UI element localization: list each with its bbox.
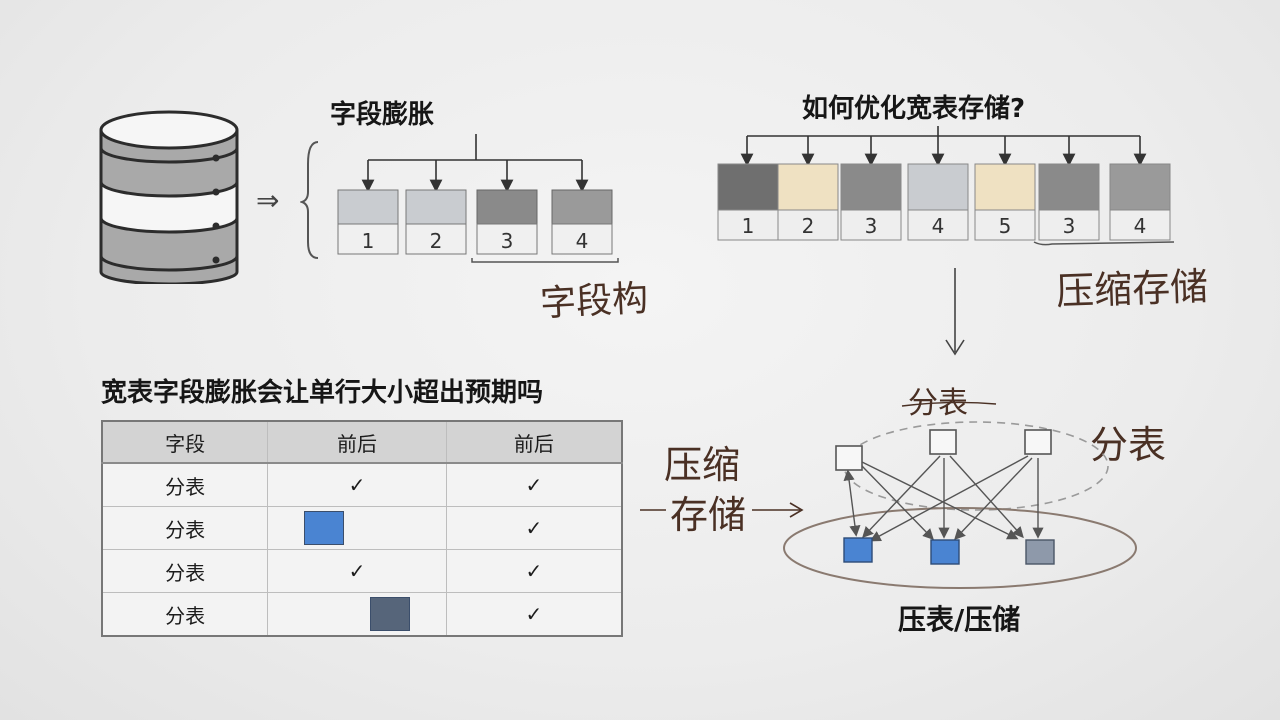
field-structure-annotation: 字段构	[539, 278, 650, 325]
table-row: 分表 ✓	[101, 592, 623, 637]
check-mark: ✓	[267, 549, 447, 593]
wide-cell-3	[840, 163, 902, 211]
field-expansion-title: 字段膨胀	[330, 100, 435, 130]
table-row: 分表 ✓ ✓	[101, 462, 623, 507]
table-header-row: 字段 前后 前后	[101, 420, 623, 464]
wide-cell-5	[974, 163, 1036, 211]
svg-text:1: 1	[742, 214, 755, 238]
field-cell-2: 2	[405, 189, 467, 255]
wide-cell-4	[907, 163, 969, 211]
wide-cell-6	[1038, 163, 1100, 211]
flow-arrow	[640, 502, 804, 518]
upper-node	[929, 429, 957, 455]
svg-text:2: 2	[430, 229, 443, 253]
brace	[300, 141, 319, 259]
svg-text:3: 3	[501, 229, 514, 253]
slate-square-icon	[370, 597, 411, 631]
field-cell-4: 4	[551, 189, 613, 255]
svg-text:5: 5	[999, 214, 1012, 238]
compressed-storage-annotation: 压缩存储	[1055, 264, 1209, 314]
svg-text:3: 3	[1063, 214, 1076, 238]
svg-text:2: 2	[802, 214, 815, 238]
field-cell-1: 1	[337, 189, 399, 255]
side-shard-label: 分表	[1090, 423, 1167, 467]
svg-text:4: 4	[576, 229, 589, 253]
header-before-after-1: 前后	[267, 420, 447, 464]
comparison-table: 字段 前后 前后 分表 ✓ ✓ 分表 ✓ 分表 ✓ ✓ 分表 ✓	[101, 420, 623, 637]
upper-node	[835, 445, 863, 471]
field-cell-3: 3	[476, 189, 538, 255]
field-expansion-diagram: 1 2 3 4	[300, 134, 619, 263]
shard-network-diagram	[783, 421, 1137, 589]
header-field: 字段	[101, 420, 269, 464]
wide-cell-7	[1109, 163, 1171, 211]
label-underline	[901, 401, 997, 407]
blue-square-icon	[304, 511, 345, 545]
table-question-title: 宽表字段膨胀会让单行大小超出预期吗	[101, 378, 544, 408]
svg-text:1: 1	[362, 229, 375, 253]
lower-node	[930, 539, 960, 565]
header-before-after-2: 前后	[445, 420, 623, 464]
lower-node	[1025, 539, 1055, 565]
wide-table-diagram: 1 2 3 4 5 3 4	[717, 126, 1175, 246]
check-mark: ✓	[445, 506, 623, 550]
check-mark: ✓	[445, 462, 623, 507]
check-mark: ✓	[445, 592, 623, 637]
check-mark: ✓	[445, 549, 623, 593]
check-mark: ✓	[267, 462, 447, 507]
implies-arrow: ⇒	[256, 184, 280, 217]
down-arrow	[945, 268, 965, 356]
table-row: 分表 ✓ ✓	[101, 549, 623, 593]
optimize-title: 如何优化宽表存储?	[802, 94, 1026, 124]
lower-node	[843, 537, 873, 563]
database-icon	[99, 110, 239, 284]
compressed-table-caption: 压表/压储	[898, 603, 1021, 636]
wide-cell-1	[717, 163, 779, 211]
upper-node	[1024, 429, 1052, 455]
svg-text:4: 4	[932, 214, 945, 238]
flow-label-compress: 压缩	[664, 443, 741, 487]
svg-text:3: 3	[865, 214, 878, 238]
flow-label-store: 存储	[670, 493, 747, 537]
wide-cell-2	[777, 163, 839, 211]
table-row: 分表 ✓	[101, 506, 623, 550]
svg-text:4: 4	[1134, 214, 1147, 238]
